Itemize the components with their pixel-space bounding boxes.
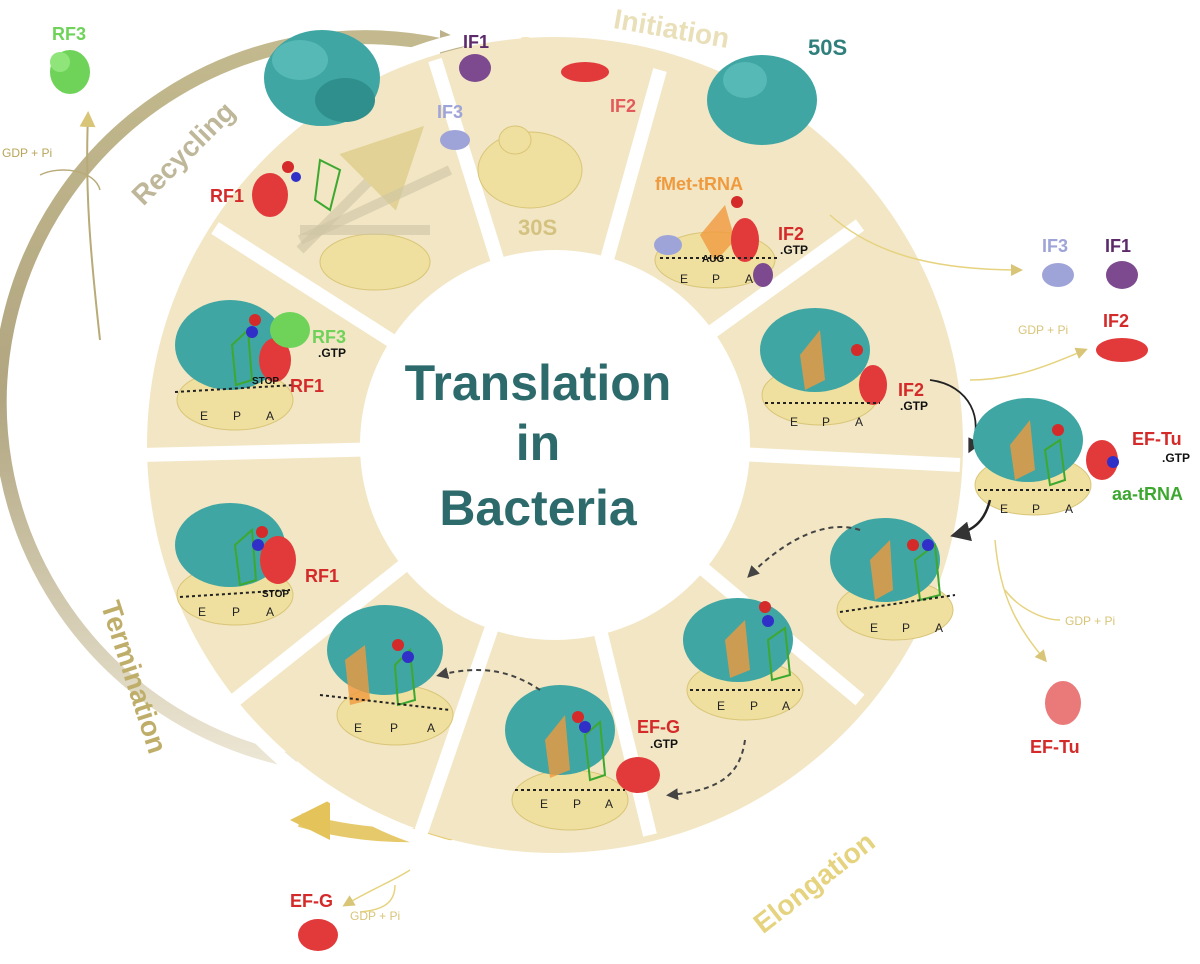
stop-label-2: STOP [252,376,279,387]
phase-termination: Termination [95,597,173,757]
if3-label-top: IF3 [437,102,463,122]
efg-label-mid: EF-G [637,717,680,737]
site-p-rf1: P [232,605,240,619]
if1-label-top: IF1 [463,32,489,52]
eftu-label-bottom: EF-Tu [1030,737,1080,757]
if2-label-init: IF2 [778,224,804,244]
efg-label-bottom: EF-G [290,891,333,911]
gdp-label-bottom: GDP + Pi [350,909,400,923]
site-p-rf3: P [233,409,241,423]
efg-protein-bottom [298,919,338,951]
site-a-init: A [745,272,753,286]
eftu-label-right: EF-Tu [1132,429,1182,449]
aatrna-label: aa-tRNA [1112,484,1183,504]
site-p-eftu: P [1032,502,1040,516]
rf3-protein-top [50,50,90,94]
ribosome-70s-rf3 [175,300,310,430]
if2-label-top: IF2 [610,96,636,116]
title-line-3: Bacteria [439,480,638,536]
phase-elongation: Elongation [748,826,881,939]
rf3-label-term: RF3 [312,327,346,347]
site-a-eftu: A [1065,502,1073,516]
ribosome-70s-eftu [973,398,1119,515]
if2-protein-right [1096,338,1148,362]
site-a-efg: A [605,797,613,811]
label-30s: 30S [518,215,557,240]
if2-protein-top [561,62,609,82]
site-p-el1: P [902,621,910,635]
gtp-rf3-label: .GTP [318,346,346,360]
aug-label: AUG [702,254,724,265]
if2-label-right: IF2 [1103,311,1129,331]
site-p-mid: P [822,415,830,429]
ribosome-30s-recycle [320,234,430,290]
site-a-rf3: A [266,409,274,423]
title-line-2: in [516,415,560,471]
rf3-label-top: RF3 [52,24,86,44]
if1-label-right: IF1 [1105,236,1131,256]
site-e-rf1: E [198,605,206,619]
gdp-label-right-top: GDP + Pi [1018,323,1068,337]
site-a-el1: A [935,621,943,635]
gtp-eftu-label: .GTP [1162,451,1190,465]
eftu-protein-bottom [1045,681,1081,725]
label-50s: 50S [808,35,847,60]
site-e-post: E [354,721,362,735]
site-p-el2: P [750,699,758,713]
site-e-el1: E [870,621,878,635]
site-p-init: P [712,272,720,286]
rf1-protein-recycle [252,173,288,217]
site-p-post: P [390,721,398,735]
gdp-label-left: GDP + Pi [2,146,52,160]
if3-label-right: IF3 [1042,236,1068,256]
if1-protein-top [459,54,491,82]
site-a-mid: A [855,415,863,429]
site-a-el2: A [782,699,790,713]
site-e-init: E [680,272,688,286]
site-e-mid: E [790,415,798,429]
site-a-rf1: A [266,605,274,619]
stop-label-1: STOP [262,589,289,600]
if3-protein-right [1042,263,1074,287]
termination-arc-head [290,800,330,840]
site-e-rf3: E [200,409,208,423]
gtp-label-init: .GTP [780,243,808,257]
gtp-efg-label: .GTP [650,737,678,751]
if1-protein-right [1106,261,1138,289]
site-e-efg: E [540,797,548,811]
site-a-post: A [427,721,435,735]
rf1-label-term1: RF1 [305,566,339,586]
if3-protein-top [440,130,470,150]
ribosome-50s-initiation [707,55,817,145]
rf1-label-recycle: RF1 [210,186,244,206]
ribosome-50s-free-top [264,30,380,126]
gtp-if2-mid: .GTP [900,399,928,413]
title-line-1: Translation [405,355,672,411]
rf1-label-term2: RF1 [290,376,324,396]
fmet-trna-label: fMet-tRNA [655,174,743,194]
site-e-eftu: E [1000,502,1008,516]
site-p-efg: P [573,797,581,811]
site-e-el2: E [717,699,725,713]
gdp-label-right-mid: GDP + Pi [1065,614,1115,628]
if2-label-mid: IF2 [898,380,924,400]
